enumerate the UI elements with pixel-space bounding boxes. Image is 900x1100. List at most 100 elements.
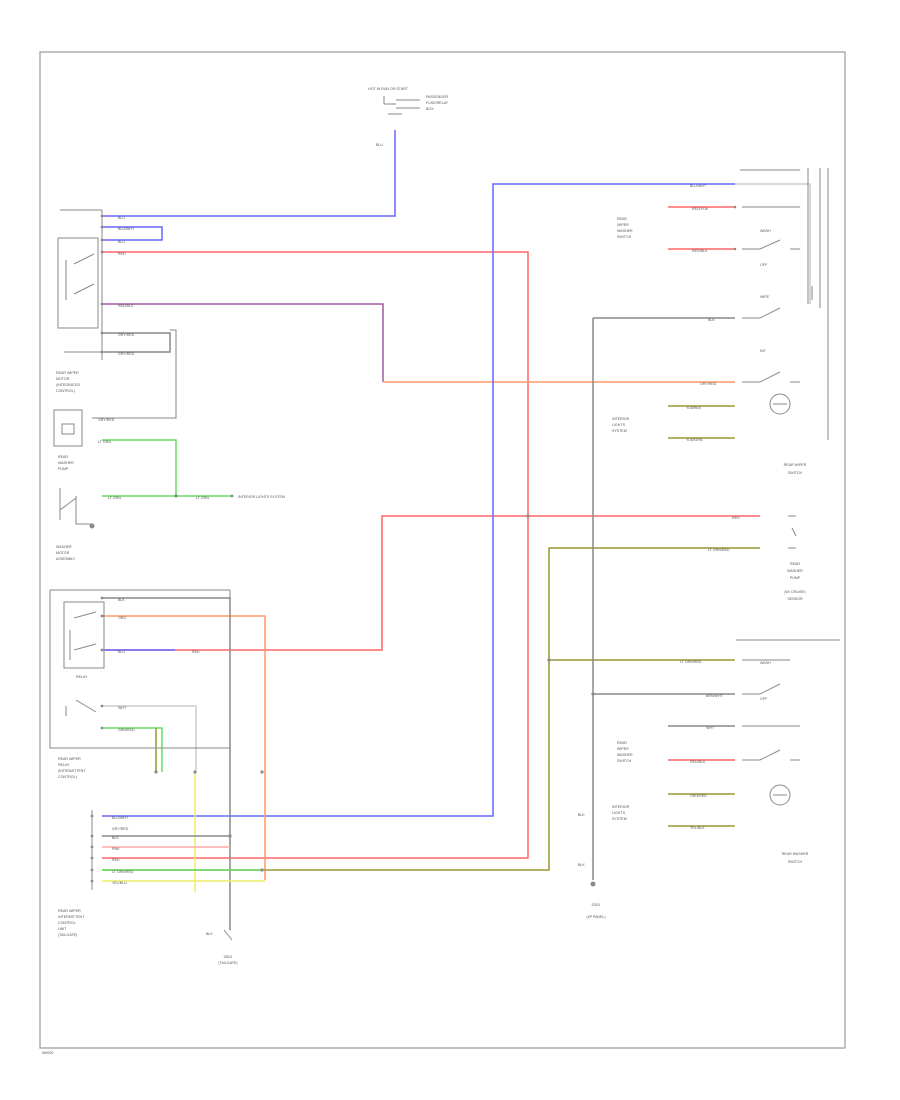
rear-wiper-relay: RELAY REAR WIPER RELAY (INTERMITTENT CON… (49, 589, 231, 779)
wl-blu-wht-1: BLU/WHT (118, 227, 135, 231)
switch-top-label-1: REAR (617, 217, 627, 221)
wire-purple-orange (102, 303, 384, 382)
wl-blu-2: BLU (118, 240, 125, 244)
intermittent-control-unit: REAR WIPER INTERMITTENT CONTROL UNIT (TA… (58, 810, 94, 937)
wl-blk-2: BLK (112, 836, 119, 840)
wl-yel-blu: YEL/BLU (112, 881, 127, 885)
wl-grn-red: GRN/RED (118, 728, 135, 732)
washer-pump-label-3: PUMP (58, 467, 69, 471)
illum-top-label-3: SYSTEM (612, 429, 627, 433)
wl-blk-4: BLK (578, 813, 585, 817)
diagram-id: W0000 (42, 1051, 53, 1055)
relay-caption-2: RELAY (58, 763, 70, 767)
wl-lt-grn-1: LT GRN (98, 440, 111, 444)
wiper-motor-label-3: (INTEGRATED (56, 383, 80, 387)
washer-motor-label-2: MOTOR (56, 551, 70, 555)
rear-wiper-switch-top: REAR WIPER WASHER SWITCH WASH OFF WIPE I… (612, 168, 829, 475)
wl-red-ylw: RED/YLW (692, 207, 709, 211)
wire-green-top (102, 439, 177, 496)
ground-right-label-1: G201 (592, 903, 601, 907)
switch-bot-wash: WASH (760, 661, 771, 665)
wl-lt-grn-red-2: LT GRN/RED (708, 548, 730, 552)
rear-washer-pump-right: REAR WASHER PUMP (W/ CRUISE) SENSOR (784, 515, 806, 601)
wl-red-3: RED (112, 858, 120, 862)
unit-caption-5: (TAILGATE) (58, 933, 77, 937)
wl-gry-red-1: GRY/RED (118, 333, 135, 337)
wl-blk-1: BLK (118, 598, 125, 602)
unit-caption-4: UNIT (58, 927, 67, 931)
wl-lt-grn-2: LT GRN (108, 496, 121, 500)
wl-blu-3: BLU (118, 650, 125, 654)
switch-bot-off: OFF (760, 697, 768, 701)
washer-pump-label-2: WASHER (58, 461, 74, 465)
wl-blk-6: BLK (206, 932, 213, 936)
wire-orange-relay (102, 615, 266, 880)
wl-blu-wht-3: BLU/WHT (690, 184, 707, 188)
pump-right-label-5: SENSOR (787, 597, 803, 601)
washer-pump-label-1: REAR (58, 455, 68, 459)
supply-source-label: HOT IN RUN OR START (368, 87, 409, 91)
wl-wht-1: WHT (118, 706, 127, 710)
wire-gray-loop (102, 332, 171, 353)
illum-bot-label-3: SYSTEM (612, 817, 627, 821)
wl-gry-red-2: GRY/RED (118, 352, 135, 356)
wl-lt-grn-3: LT GRN (196, 496, 209, 500)
wire-red-main (102, 251, 529, 859)
caption-bot-1: REAR WASHER (782, 852, 809, 856)
rear-washer-switch-bottom: WASH OFF REAR WIPER WASHER SWITCH INTERI… (612, 639, 840, 864)
wl-gry-red-3: GRY/RED (98, 418, 115, 422)
wl-blu-wht-2: BLU/WHT (112, 816, 129, 820)
wiper-motor-label-1: REAR WIPER (56, 371, 79, 375)
wl-red-blk-2: RED/BLK (692, 249, 708, 253)
unit-caption-1: REAR WIPER (58, 909, 81, 913)
wire-olive-long (102, 547, 760, 871)
switch-top-label-4: SWITCH (617, 235, 632, 239)
supply-wire-label: BLU (376, 143, 383, 147)
fuse-label-line-2: FUSE/RELAY (426, 101, 449, 105)
wl-red-1: RED (118, 252, 126, 256)
wiper-motor-label-4: CONTROL) (56, 389, 75, 393)
wl-blk-3: BLK (708, 318, 715, 322)
caption-top-2: SWITCH (788, 471, 803, 475)
caption-top-1: REAR WIPER (784, 463, 807, 467)
ground-left-label-1: G501 (224, 955, 233, 959)
wire-labels: BLU BLU/WHT BLU RED RED/BLK GRY/RED GRY/… (98, 184, 740, 936)
pump-right-label-3: PUMP (790, 576, 801, 580)
switch-top-label-3: WASHER (617, 229, 633, 233)
illum-bot-label-2: LIGHTS (612, 811, 626, 815)
relay-caption-4: CONTROL) (58, 775, 77, 779)
splice-points (154, 494, 595, 872)
wl-wht-2: WHT (706, 726, 715, 730)
wl-org-red: ORG/RED (690, 794, 707, 798)
wl-ylw-blk: YLW/BLK (686, 406, 702, 410)
wl-blk-5: BLK (578, 863, 585, 867)
pump-right-label-2: WASHER (787, 569, 803, 573)
illum-top-label-2: LIGHTS (612, 423, 626, 427)
ground-left-label-2: (TAILGATE) (218, 961, 237, 965)
wire-gray-ground-right (592, 317, 735, 880)
diagram-frame (39, 51, 846, 1049)
switch-bot-label-2: WIPER (617, 747, 629, 751)
relay-caption-3: (INTERMITTENT (58, 769, 86, 773)
wl-red-blk: RED/BLK (118, 304, 134, 308)
caption-bot-2: SWITCH (788, 860, 803, 864)
illum-bot-label-1: INTERIOR (612, 805, 630, 809)
relay-label: RELAY (76, 675, 88, 679)
relay-caption-1: REAR WIPER (58, 757, 81, 761)
wl-blu-1: BLU (118, 216, 125, 220)
washer-motor-label-3: ASSEMBLY (56, 557, 76, 561)
wl-yel-blk: YEL/BLK (690, 826, 705, 830)
switch-pos-wipe: WIPE (760, 295, 770, 299)
wl-red-4: RED (732, 516, 740, 520)
fuse-symbol (383, 96, 420, 115)
wl-brn-wht: BRN/WHT (706, 694, 724, 698)
wiper-motor-label-2: MOTOR (56, 377, 70, 381)
wire-lightgray-right-top (735, 183, 811, 304)
fuse-label-line-3: BOX (426, 107, 434, 111)
switch-pos-off: OFF (760, 263, 768, 267)
wl-red-2: RED (192, 650, 200, 654)
unit-caption-3: CONTROL (58, 921, 76, 925)
top-supply: HOT IN RUN OR START PASSENGER FUSE/RELAY… (368, 87, 449, 147)
ground-left: G501 (TAILGATE) (218, 929, 238, 965)
fuse-label-line-1: PASSENGER (426, 95, 449, 99)
